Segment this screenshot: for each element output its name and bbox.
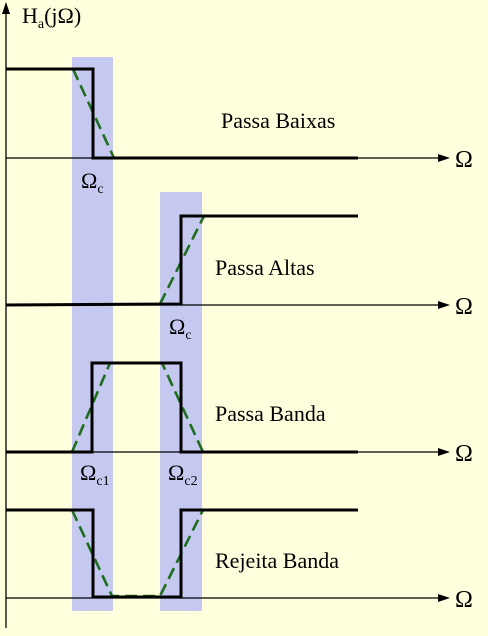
panel-passa-altas: Ω Passa Altas Ωc (5, 214, 473, 343)
cutoff-subscript: c (185, 328, 191, 343)
filter-label-passa-banda: Passa Banda (215, 401, 326, 426)
cutoff-label-passa-baixas: Ωc (81, 168, 104, 197)
frequency-axis-label-4: Ω (455, 587, 473, 613)
cutoff-symbol: Ω (168, 460, 184, 485)
filter-label-rejeita-banda: Rejeita Banda (215, 548, 339, 573)
vertical-axis (2, 2, 10, 628)
frequency-axis-4 (6, 594, 450, 602)
panel-passa-banda: Ω Passa Banda Ωc1 Ωc2 (6, 361, 473, 489)
cutoff-symbol: Ω (169, 314, 185, 339)
cutoff-symbol: Ω (80, 460, 96, 485)
filter-label-passa-baixas: Passa Baixas (221, 108, 335, 133)
y-axis-subscript: a (38, 17, 45, 32)
filter-label-passa-altas: Passa Altas (215, 255, 315, 280)
ideal-response-rejeita-banda (6, 508, 358, 599)
cutoff-label-c1: Ωc1 (80, 460, 110, 489)
frequency-axis-label-3: Ω (455, 441, 473, 467)
y-axis-label: Ha(jΩ) (22, 3, 81, 32)
real-response-passa-baixas (71, 68, 116, 159)
real-response-passa-altas (158, 215, 206, 305)
frequency-axis-label-1: Ω (455, 147, 473, 173)
ideal-response-passa-baixas (6, 67, 358, 160)
cutoff-symbol: Ω (81, 168, 97, 193)
cutoff-subscript: c (97, 182, 103, 197)
cutoff-subscript: c2 (184, 474, 197, 489)
ideal-response-passa-altas (5, 214, 358, 307)
y-axis-argument: (jΩ) (44, 3, 81, 28)
cutoff-subscript: c1 (96, 474, 109, 489)
cutoff-label-passa-altas: Ωc (169, 314, 192, 343)
frequency-axis-label-2: Ω (455, 294, 473, 320)
y-axis-symbol: H (22, 3, 38, 28)
panel-passa-baixas: Ω Passa Baixas Ωc (6, 67, 473, 197)
ideal-response-passa-banda (6, 361, 358, 454)
panel-rejeita-banda: Ω Rejeita Banda (6, 508, 473, 613)
cutoff-label-c2: Ωc2 (168, 460, 198, 489)
